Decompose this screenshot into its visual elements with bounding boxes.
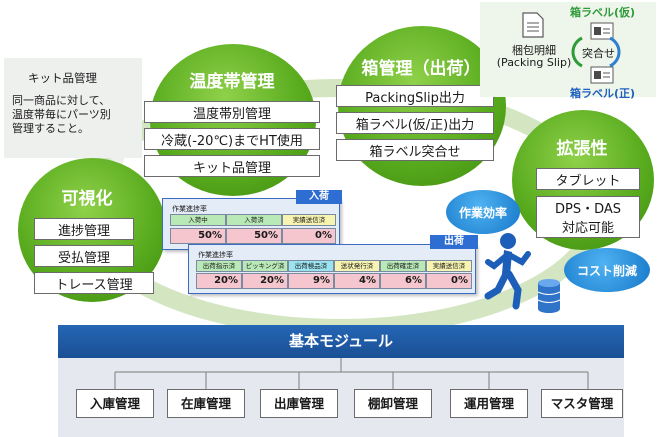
efficiency-badge: 作業効率 xyxy=(446,190,520,234)
outbound-header: ピッキング済 xyxy=(242,260,288,272)
outbound-header: 出荷検品済 xyxy=(288,260,334,272)
database-cylinder-icon xyxy=(537,279,561,313)
kit-callout-title: キット品管理 xyxy=(28,71,97,85)
match-text: 突合せ xyxy=(582,47,615,60)
visibility-title: 可視化 xyxy=(61,189,113,209)
swap-arrows-icon xyxy=(571,36,621,68)
temperature-title: 温度帯管理 xyxy=(189,72,275,92)
inbound-value: 50% xyxy=(170,228,226,244)
module-shipping: 出庫管理 xyxy=(260,389,338,418)
outbound-value: 9% xyxy=(288,273,334,289)
packing-slip-line2: (Packing Slip) xyxy=(496,56,572,69)
module-operations: 運用管理 xyxy=(450,389,528,418)
visibility-item-receipt: 受払管理 xyxy=(34,245,134,267)
outbound-value: 6% xyxy=(380,273,426,289)
kit-callout-body: 同一商品に対して、 温度帯毎にパーツ別 管理すること。 xyxy=(12,94,111,136)
module-receiving: 入庫管理 xyxy=(76,389,154,418)
kit-callout-bubble xyxy=(4,58,142,158)
box-label-panel xyxy=(480,2,656,97)
inbound-tab: 入荷 xyxy=(296,190,342,204)
kit-callout-line: 同一商品に対して、 xyxy=(12,94,111,107)
kit-callout-line: 温度帯毎にパーツ別 xyxy=(12,108,111,121)
box-item-label-print: 箱ラベル(仮/正)出力 xyxy=(336,112,494,134)
label-icon xyxy=(590,22,614,40)
box-item-packing: PackingSlip出力 xyxy=(336,85,494,107)
inbound-value: 0% xyxy=(282,228,336,244)
packing-slip-line1: 梱包明細 xyxy=(512,44,556,57)
outbound-header: 実績送信済 xyxy=(426,260,472,272)
temperature-item-kit: キット品管理 xyxy=(144,155,320,177)
module-tree-lines xyxy=(114,358,589,389)
outbound-value: 20% xyxy=(242,273,288,289)
extension-item-dps: DPS・DAS 対応可能 xyxy=(536,196,640,238)
outbound-window-title: 作業進捗率 xyxy=(198,251,233,259)
temperature-item-zone: 温度帯別管理 xyxy=(144,101,320,123)
inbound-header: 入荷済 xyxy=(226,214,282,226)
visibility-item-progress: 進捗管理 xyxy=(34,218,134,240)
base-module-title: 基本モジュール xyxy=(58,325,624,358)
box-item-label-match: 箱ラベル突合せ xyxy=(336,139,494,161)
module-inventory: 在庫管理 xyxy=(167,389,245,418)
extension-title: 拡張性 xyxy=(556,139,608,159)
extension-item-tablet: タブレット xyxy=(536,168,640,190)
document-icon xyxy=(522,12,544,38)
module-stocktaking: 棚卸管理 xyxy=(354,389,432,418)
outbound-tab: 出荷 xyxy=(430,235,478,249)
label-icon xyxy=(590,66,614,84)
outbound-value: 4% xyxy=(334,273,380,289)
kit-callout-line: 管理すること。 xyxy=(12,122,89,135)
cost-reduction-badge: コスト削減 xyxy=(564,248,650,292)
inbound-value: 50% xyxy=(226,228,282,244)
outbound-value: 0% xyxy=(426,273,472,289)
box-title: 箱管理（出荷） xyxy=(361,59,481,79)
outbound-header: 出荷確定済 xyxy=(380,260,426,272)
outbound-header: 出荷指示済 xyxy=(196,260,242,272)
extension-item-dps-line: 対応可能 xyxy=(561,221,614,236)
box-label-final: 箱ラベル(正) xyxy=(570,87,636,100)
extension-item-dps-line: DPS・DAS xyxy=(554,202,622,217)
runner-figure xyxy=(484,233,531,310)
module-master: マスタ管理 xyxy=(541,389,623,418)
temperature-item-ht: 冷蔵(-20℃)までHT使用 xyxy=(144,128,320,150)
inbound-header: 入荷中 xyxy=(170,214,226,226)
visibility-item-trace: トレース管理 xyxy=(34,272,154,294)
outbound-value: 20% xyxy=(196,273,242,289)
inbound-header: 実績送信済 xyxy=(282,214,336,226)
box-label-tentative: 箱ラベル(仮) xyxy=(570,6,636,19)
outbound-header: 送状発行済 xyxy=(334,260,380,272)
inbound-window-title: 作業進捗率 xyxy=(172,205,207,213)
